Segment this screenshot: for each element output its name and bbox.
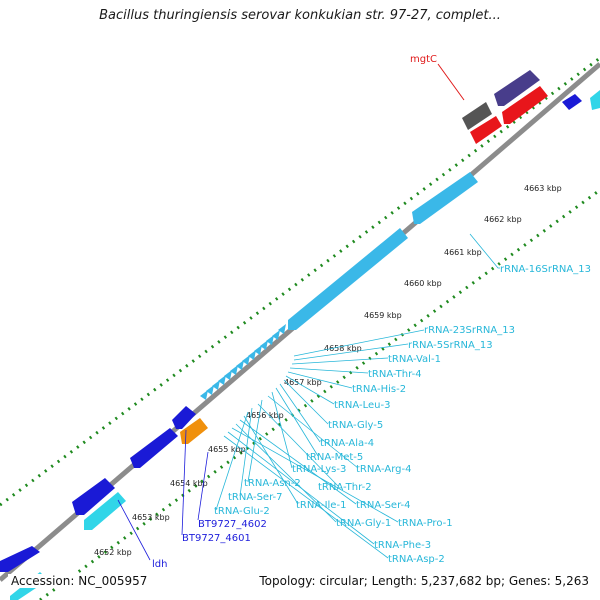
- gene-red[interactable]: [502, 86, 548, 124]
- bt4602-leader: [197, 451, 209, 521]
- trna-label[interactable]: rRNA-23SrRNA_13: [424, 325, 515, 336]
- gene-cyan[interactable]: [590, 90, 600, 110]
- rrna-23s[interactable]: [288, 228, 408, 330]
- gene-label-bt4601[interactable]: BT9727_4601: [182, 533, 251, 544]
- trna-label[interactable]: tRNA-Ser-7: [228, 492, 283, 503]
- trna-label[interactable]: tRNA-Gly-1: [336, 518, 391, 529]
- trna-label[interactable]: tRNA-Val-1: [388, 354, 441, 365]
- trna-leaders: [215, 233, 500, 559]
- trna-cluster[interactable]: [200, 324, 286, 400]
- kbp-label: 4653 kbp: [132, 513, 170, 522]
- gene-blue[interactable]: [172, 406, 196, 429]
- trna-label[interactable]: tRNA-Glu-2: [214, 506, 270, 517]
- trna-label[interactable]: tRNA-Ser-4: [356, 500, 411, 511]
- trna-label[interactable]: tRNA-Met-5: [306, 452, 363, 463]
- kbp-label: 4658 kbp: [324, 344, 362, 353]
- kbp-label: 4655 kbp: [208, 445, 246, 454]
- trna-label[interactable]: rRNA-5SrRNA_13: [408, 340, 493, 351]
- gene-slate[interactable]: [494, 70, 540, 106]
- kbp-label: 4652 kbp: [94, 548, 132, 557]
- kbp-label: 4657 kbp: [284, 378, 322, 387]
- accession-label: Accession: NC_005957: [8, 574, 151, 588]
- kbp-label: 4659 kbp: [364, 311, 402, 320]
- trna-label[interactable]: tRNA-Ala-4: [320, 438, 374, 449]
- trna-label[interactable]: tRNA-Pro-1: [398, 518, 453, 529]
- gene-label-mgtC[interactable]: mgtC: [410, 54, 437, 65]
- kbp-label: 4656 kbp: [246, 411, 284, 420]
- trna-label[interactable]: tRNA-Arg-4: [356, 464, 411, 475]
- gene-orange[interactable]: [180, 418, 208, 444]
- trna-label[interactable]: tRNA-Phe-3: [374, 540, 431, 551]
- trna-label[interactable]: tRNA-Thr-2: [318, 482, 372, 493]
- trna-label[interactable]: tRNA-His-2: [352, 384, 406, 395]
- gene-cyan[interactable]: [84, 492, 126, 530]
- bt4601-leader: [181, 429, 187, 536]
- gene-blue[interactable]: [130, 428, 178, 468]
- trna-label[interactable]: tRNA-Leu-3: [334, 400, 390, 411]
- inner-dotted-ring: [39, 188, 600, 600]
- outer-dotted-ring: [0, 56, 600, 507]
- gene-label-ldh[interactable]: ldh: [152, 559, 167, 570]
- gene-red[interactable]: [470, 116, 502, 144]
- trna-label[interactable]: tRNA-Asp-2: [388, 554, 445, 565]
- gene-blue[interactable]: [72, 478, 115, 515]
- trna-label[interactable]: tRNA-Thr-4: [368, 369, 422, 380]
- trna-label[interactable]: tRNA-Asn-2: [244, 478, 301, 489]
- trna-label[interactable]: tRNA-Gly-5: [328, 420, 383, 431]
- kbp-label: 4662 kbp: [484, 215, 522, 224]
- map-title: Bacillus thuringiensis serovar konkukian…: [99, 8, 501, 23]
- gene-blue[interactable]: [562, 94, 582, 110]
- trna-label[interactable]: tRNA-Ile-1: [296, 500, 346, 511]
- genome-summary: Topology: circular; Length: 5,237,682 bp…: [256, 574, 592, 588]
- mgtC-leader: [437, 63, 465, 101]
- gene-blue[interactable]: [0, 546, 40, 572]
- kbp-label: 4663 kbp: [524, 184, 562, 193]
- ldh-leader: [117, 499, 151, 561]
- kbp-label: 4661 kbp: [444, 248, 482, 257]
- gene-label-bt4602[interactable]: BT9727_4602: [198, 519, 267, 530]
- gene-gray[interactable]: [462, 102, 492, 130]
- trna-label[interactable]: rRNA-16SrRNA_13: [500, 264, 591, 275]
- trna-label[interactable]: tRNA-Lys-3: [292, 464, 346, 475]
- kbp-label: 4660 kbp: [404, 279, 442, 288]
- rrna-16s[interactable]: [412, 172, 478, 224]
- kbp-label: 4654 kbp: [170, 479, 208, 488]
